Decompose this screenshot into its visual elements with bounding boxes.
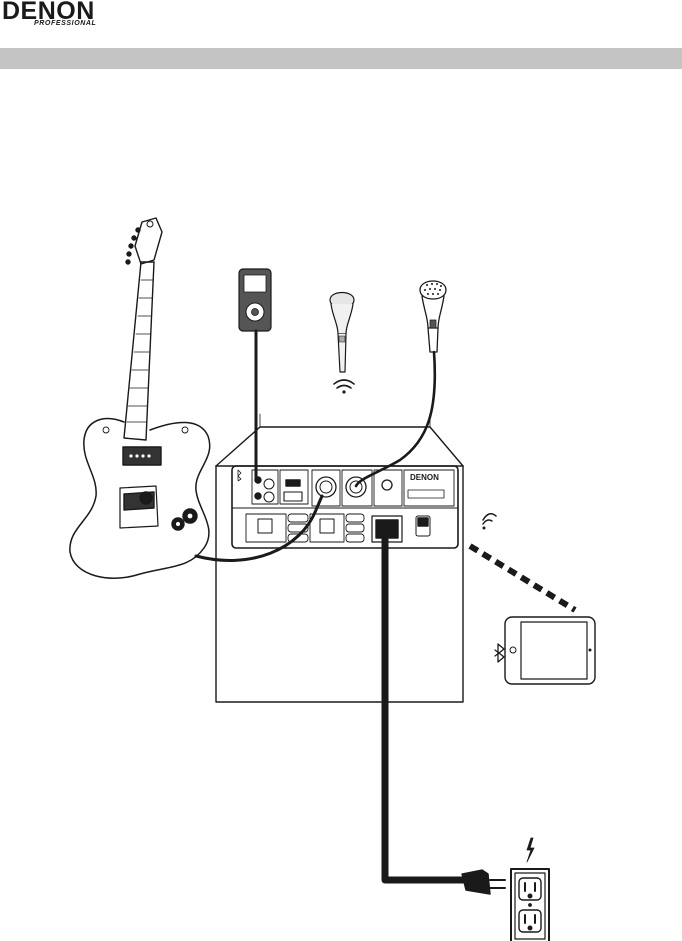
lightning-bolt-icon [527, 838, 534, 862]
wall-outlet [511, 869, 549, 941]
panel-brand-label: DENON [410, 473, 439, 482]
mic-input-1 [316, 477, 336, 497]
power-cord [385, 532, 470, 880]
tablet-wireless-signal-icon [483, 514, 497, 530]
wireless-signal-icon [334, 380, 354, 394]
power-plug [462, 870, 505, 894]
guitar-cable [196, 496, 322, 560]
bluetooth-icon [495, 644, 504, 662]
electric-guitar [70, 218, 210, 578]
panel-bluetooth-icon [238, 470, 241, 481]
bluetooth-link [470, 546, 575, 610]
wired-microphone [420, 281, 446, 352]
aux-jack-2 [255, 493, 261, 499]
rear-panel: DENON [232, 466, 458, 548]
media-player [239, 269, 271, 331]
wireless-microphone [330, 293, 354, 373]
tablet [505, 617, 595, 684]
